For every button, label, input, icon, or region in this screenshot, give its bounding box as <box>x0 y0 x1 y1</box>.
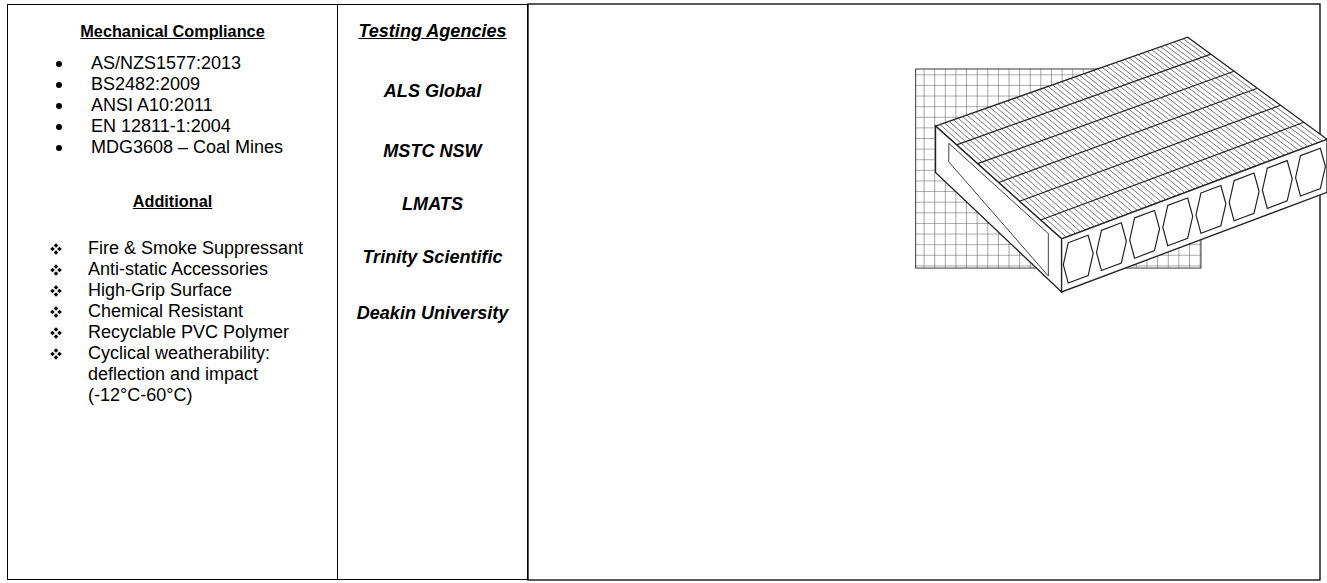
bullet-dot <box>56 61 62 67</box>
bullet-dot <box>53 58 91 70</box>
agency-name: LMATS <box>338 194 527 215</box>
list-item: Anti-static Accessories <box>50 259 320 280</box>
truss-cell <box>1229 173 1259 221</box>
bullet-diamond <box>57 310 62 315</box>
item-text: Recyclable PVC Polymer <box>88 322 320 343</box>
bullet-diamond <box>50 289 55 294</box>
bullet-dot <box>53 79 91 91</box>
bullet-diamond <box>50 264 88 276</box>
item-text: EN 12811-1:2004 <box>91 116 231 137</box>
bullet-diamond <box>54 348 59 353</box>
truss-cell <box>1296 148 1326 196</box>
bullet-diamond <box>50 243 88 255</box>
bullet-diamond <box>57 352 62 357</box>
bullet-diamond <box>54 355 59 360</box>
bullet-diamond <box>57 289 62 294</box>
bullet-diamond <box>54 250 59 255</box>
bullet-dot <box>56 103 62 109</box>
list-item: MDG3608 – Coal Mines <box>53 137 283 158</box>
bullet-diamond <box>54 264 59 269</box>
truss-cell <box>1163 198 1193 246</box>
bullet-diamond <box>54 271 59 276</box>
item-text: BS2482:2009 <box>91 74 200 95</box>
bullet-diamond <box>54 306 59 311</box>
list-item: ANSI A10:2011 <box>53 95 213 116</box>
agency-name: Deakin University <box>338 303 527 324</box>
bullet-diamond <box>50 310 55 315</box>
bullet-diamond <box>50 348 88 360</box>
section-heading: Testing Agencies <box>338 21 527 42</box>
compliance-cell: Mechanical ComplianceAS/NZS1577:2013BS24… <box>7 4 338 580</box>
truss-cell <box>1130 210 1160 258</box>
agency-name: ALS Global <box>338 81 527 102</box>
bullet-diamond <box>54 327 59 332</box>
cross-bar <box>1020 105 1281 201</box>
bullet-dot <box>56 145 62 151</box>
bullet-diamond <box>50 327 88 339</box>
bullet-diamond <box>50 352 55 357</box>
bullet-diamond <box>57 331 62 336</box>
bullet-diamond <box>50 285 88 297</box>
list-item: EN 12811-1:2004 <box>53 116 231 137</box>
bullet-dot <box>56 124 62 130</box>
list-item: BS2482:2009 <box>53 74 200 95</box>
bullet-dot <box>53 142 91 154</box>
list-item: Chemical Resistant <box>50 301 320 322</box>
bullet-diamond <box>54 313 59 318</box>
bullet-diamond <box>50 331 55 336</box>
section-heading: Additional <box>8 191 337 212</box>
grating-side <box>936 126 1062 292</box>
truss-cell <box>1196 186 1226 234</box>
item-text: Anti-static Accessories <box>88 259 320 280</box>
bullet-diamond <box>54 334 59 339</box>
bullet-diamond <box>54 243 59 248</box>
side-cell <box>949 143 1049 276</box>
truss-cells <box>949 143 1326 283</box>
grating-front <box>1062 139 1327 292</box>
truss-cell <box>1063 235 1093 283</box>
list-item: Fire & Smoke Suppressant <box>50 238 320 259</box>
agency-name: Trinity Scientific <box>338 247 527 268</box>
cross-bar <box>978 71 1235 163</box>
item-text: Chemical Resistant <box>88 301 320 322</box>
agency-name: MSTC NSW <box>338 141 527 162</box>
bullet-diamond <box>54 292 59 297</box>
cross-bar <box>999 88 1258 182</box>
bullet-diamond <box>50 306 88 318</box>
bullet-diamond <box>57 268 62 273</box>
section-heading: Mechanical Compliance <box>8 21 337 42</box>
bullet-diamond <box>54 285 59 290</box>
truss-cell <box>1097 223 1127 271</box>
item-text: MDG3608 – Coal Mines <box>91 137 283 158</box>
truss-cell <box>1262 161 1292 209</box>
cross-bar <box>957 54 1211 145</box>
list-item: Cyclical weatherability: deflection and … <box>50 343 320 406</box>
list-item: High-Grip Surface <box>50 280 320 301</box>
bullet-dot <box>56 82 62 88</box>
bullet-diamond <box>50 268 55 273</box>
item-text: High-Grip Surface <box>88 280 320 301</box>
item-text: AS/NZS1577:2013 <box>91 53 241 74</box>
list-item: AS/NZS1577:2013 <box>53 53 241 74</box>
cross-bar <box>1041 122 1304 220</box>
item-text: Cyclical weatherability: deflection and … <box>88 343 320 406</box>
bullet-diamond <box>57 247 62 252</box>
list-item: Recyclable PVC Polymer <box>50 322 320 343</box>
bullet-dot <box>53 121 91 133</box>
bullet-dot <box>53 100 91 112</box>
item-text: Fire & Smoke Suppressant <box>88 238 320 259</box>
agencies-cell: Testing AgenciesALS GlobalMSTC NSW LMATS T… <box>338 4 528 580</box>
grating-slats <box>940 39 1322 237</box>
item-text: ANSI A10:2011 <box>91 95 213 116</box>
bullet-diamond <box>50 247 55 252</box>
grating-illustration <box>916 37 1327 292</box>
